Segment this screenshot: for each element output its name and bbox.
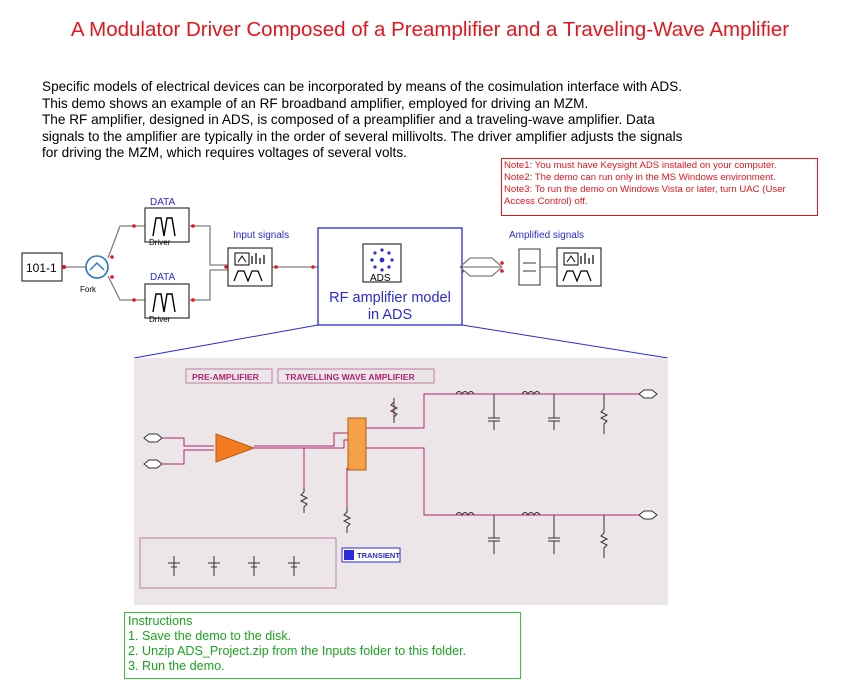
ads-box-label-1: RF amplifier model [329,290,451,306]
note-line: Note3: To run the demo on Windows Vista … [504,184,786,195]
transient-block[interactable] [341,547,401,563]
source-label: 101-1 [26,261,57,275]
description-line: signals to the amplifier are typically i… [42,128,683,144]
driver-block-top[interactable] [144,207,190,243]
zoom-line-left [133,324,319,359]
note-line: Access Control) off. [504,196,588,207]
driver-label-bottom: Driver [149,315,171,324]
instruction-step: 3. Run the demo. [128,659,225,673]
ads-schematic: PRE-AMPLIFIER TRAVELLING WAVE AMPLIFIER [139,368,658,589]
twa-label: TRAVELLING WAVE AMPLIFIER [285,372,415,382]
instruction-step: 2. Unzip ADS_Project.zip from the Inputs… [128,644,467,658]
input-signals-label: Input signals [233,230,289,241]
fork-label: Fork [80,285,97,294]
preamp-icon [215,433,256,463]
note-line: Note1: You must have Keysight ADS instal… [504,160,777,171]
description-line: This demo shows an example of an RF broa… [42,95,589,111]
preamp-label: PRE-AMPLIFIER [192,372,260,382]
signal-wires [62,225,558,301]
data-label-bottom: DATA [150,272,176,283]
passive-components [299,394,609,558]
fork-icon[interactable] [85,255,109,279]
pulse-icon [152,217,176,237]
driver-label-top: Driver [149,238,171,247]
schematic-wires [154,393,639,516]
twa-block [347,417,367,471]
zoom-line-right [461,324,669,359]
ads-box-label-2: in ADS [368,307,412,323]
data-label-top: DATA [150,197,176,208]
page-title: A Modulator Driver Composed of a Preampl… [70,18,790,41]
transient-label: TRANSIENT [357,551,400,560]
dc-source-icons [168,556,300,576]
instructions-title: Instructions [128,614,193,628]
instructions-box: Instructions 1. Save the demo to the dis… [124,612,521,679]
description-text: Specific models of electrical devices ca… [42,79,832,162]
instruction-step: 1. Save the demo to the disk. [128,629,292,643]
pulse-icon [152,293,176,313]
amplified-signals-label: Amplified signals [509,230,584,241]
description-line: The RF amplifier, designed in ADS, is co… [42,112,655,128]
note-line: Note2: The demo can run only in the MS W… [504,172,776,183]
data-source-block[interactable] [21,252,63,282]
inductor-icons [455,391,541,516]
description-line: for driving the MZM, which requires volt… [42,145,407,161]
ads-label: ADS [370,273,391,284]
notes-box: Note1: You must have Keysight ADS instal… [501,158,818,216]
ads-schematic-panel: PRE-AMPLIFIER TRAVELLING WAVE AMPLIFIER [134,358,668,605]
driver-block-bottom[interactable] [144,283,190,319]
description-line: Specific models of electrical devices ca… [42,79,682,94]
ads-icon [370,248,394,272]
dc-supplies-box [139,537,337,589]
schematic-ports [143,389,658,520]
